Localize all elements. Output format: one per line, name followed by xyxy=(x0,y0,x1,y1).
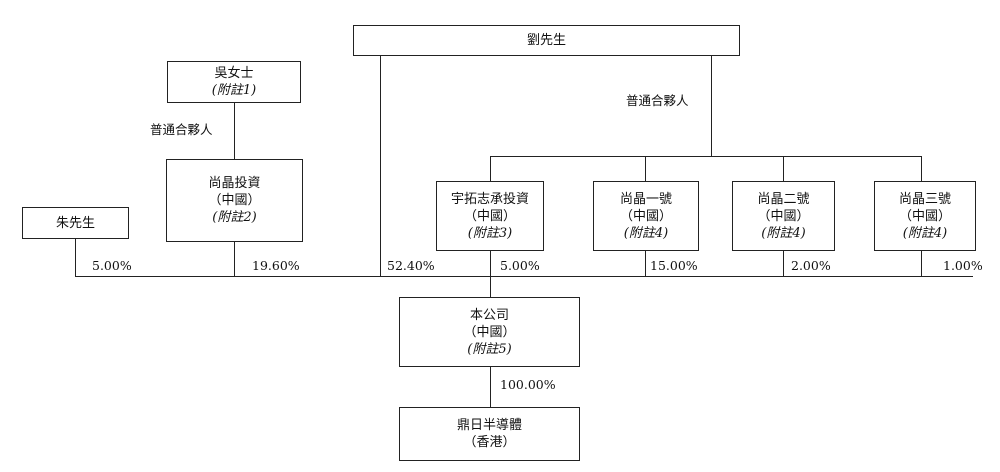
box-dingri-region: （香港） xyxy=(463,435,516,450)
pct-liu: 52.40% xyxy=(387,258,435,273)
connector-to-shangjing-1 xyxy=(645,156,646,181)
pct-dingri: 100.00% xyxy=(500,377,556,392)
box-shangjing-invest-name: 尚晶投資 xyxy=(208,176,261,191)
connector-zhu-down xyxy=(75,238,76,276)
box-shangjing-1: 尚晶一號 （中國） (附註4) xyxy=(593,181,699,251)
box-yutuo: 宇拓志承投資 （中國） (附註3) xyxy=(436,181,544,251)
box-wu: 吳女士 (附註1) xyxy=(167,61,301,103)
box-wu-name: 吳女士 xyxy=(214,66,254,81)
box-shangjing-1-note: (附註4) xyxy=(623,225,669,241)
box-dingri: 鼎日半導體 （香港） xyxy=(399,407,580,461)
box-zhu: 朱先生 xyxy=(22,207,129,239)
box-company: 本公司 （中國） (附註5) xyxy=(399,297,580,367)
box-yutuo-region: （中國） xyxy=(463,208,516,224)
box-shangjing-3-note: (附註4) xyxy=(902,225,948,241)
box-company-region: （中國） xyxy=(463,324,516,340)
connector-to-shangjing-3 xyxy=(921,156,922,181)
pct-shangjing-invest: 19.60% xyxy=(252,258,300,273)
label-general-partner-right: 普通合夥人 xyxy=(626,93,689,108)
box-zhu-name: 朱先生 xyxy=(55,215,95,231)
connector-wu-to-invest xyxy=(234,103,235,160)
box-yutuo-note: (附註3) xyxy=(467,225,513,241)
box-liu-name: 劉先生 xyxy=(526,33,566,48)
pct-shangjing-1: 15.00% xyxy=(650,258,698,273)
box-dingri-name: 鼎日半導體 xyxy=(456,418,522,433)
pct-yutuo: 5.00% xyxy=(500,258,540,273)
label-general-partner-left: 普通合夥人 xyxy=(150,122,213,137)
connector-shangjing-2-down xyxy=(783,251,784,276)
connector-company-to-dingri xyxy=(490,367,491,407)
box-shangjing-2-name: 尚晶二號 xyxy=(757,191,810,207)
pct-zhu: 5.00% xyxy=(92,258,132,273)
box-company-note: (附註5) xyxy=(467,341,512,357)
box-yutuo-name: 宇拓志承投資 xyxy=(450,191,529,207)
box-shangjing-invest-region: （中國） xyxy=(208,193,261,208)
box-shangjing-3-name: 尚晶三號 xyxy=(898,191,951,207)
connector-shangjing-3-down xyxy=(921,251,922,276)
box-liu: 劉先生 xyxy=(353,25,740,56)
connector-shareholder-bar xyxy=(75,276,973,277)
pct-shangjing-3: 1.00% xyxy=(943,258,983,273)
box-shangjing-invest: 尚晶投資 （中國） (附註2) xyxy=(166,159,303,242)
connector-to-shangjing-2 xyxy=(783,156,784,181)
connector-liu-down xyxy=(380,55,381,276)
connector-gp-bar xyxy=(490,156,922,157)
box-shangjing-1-region: （中國） xyxy=(619,208,672,224)
box-shangjing-2-region: （中國） xyxy=(757,208,810,224)
box-shangjing-2-note: (附註4) xyxy=(761,225,806,241)
connector-liu-gp-right xyxy=(711,55,712,157)
box-shangjing-3-region: （中國） xyxy=(898,208,951,224)
connector-to-yutuo xyxy=(490,156,491,181)
box-shangjing-invest-note: (附註2) xyxy=(212,210,257,225)
box-company-name: 本公司 xyxy=(469,307,509,323)
pct-shangjing-2: 2.00% xyxy=(791,258,831,273)
connector-yutuo-down xyxy=(490,251,491,298)
connector-shangjing-1-down xyxy=(645,251,646,276)
box-shangjing-2: 尚晶二號 （中國） (附註4) xyxy=(732,181,835,251)
box-shangjing-1-name: 尚晶一號 xyxy=(619,191,672,207)
box-shangjing-3: 尚晶三號 （中國） (附註4) xyxy=(874,181,976,251)
connector-invest-down xyxy=(234,242,235,276)
box-wu-note: (附註1) xyxy=(211,83,257,98)
